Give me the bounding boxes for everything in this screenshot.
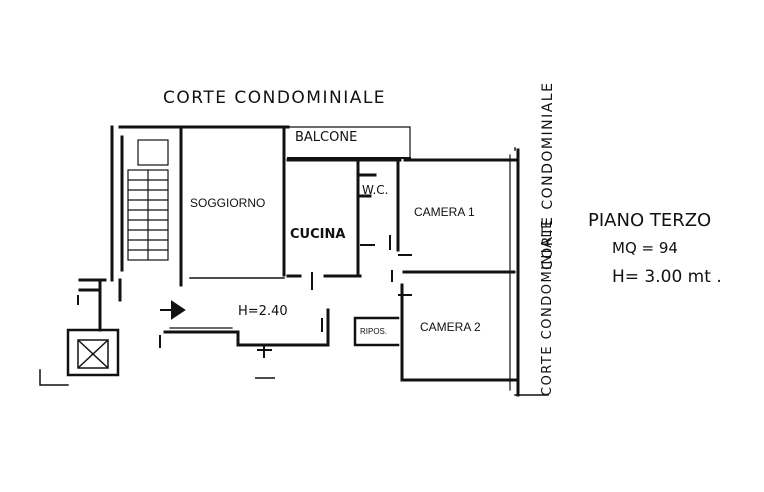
label-right-courtyard-b: CORTE CONDOMINIALE bbox=[540, 219, 555, 396]
staircase bbox=[127, 139, 169, 261]
info-height: H= 3.00 mt . bbox=[612, 267, 722, 287]
wall-storage bbox=[353, 316, 400, 347]
label-balcony: BALCONE bbox=[295, 130, 357, 145]
label-hall-height: H=2.40 bbox=[238, 304, 288, 319]
label-bedroom2: CAMERA 2 bbox=[420, 320, 481, 334]
wall-left-bottom bbox=[39, 369, 69, 386]
info-area: MQ = 94 bbox=[612, 239, 678, 257]
wall-hall-bottom bbox=[163, 308, 330, 347]
entrance-arrow-icon bbox=[160, 300, 186, 320]
label-right-courtyard-a: CORTE CONDOMINIALE bbox=[540, 82, 556, 270]
info-floor: PIANO TERZO bbox=[588, 210, 711, 231]
label-bedroom1: CAMERA 1 bbox=[414, 205, 475, 219]
label-top-courtyard: CORTE CONDOMINIALE bbox=[163, 88, 386, 108]
wall-lift bbox=[66, 328, 120, 377]
label-kitchen: CUCINA bbox=[290, 227, 345, 242]
label-storage: RIPOS. bbox=[360, 327, 387, 336]
label-living: SOGGIORNO bbox=[190, 196, 265, 210]
walls bbox=[39, 125, 549, 397]
lift-symbol bbox=[77, 339, 109, 369]
label-wc: W.C. bbox=[362, 183, 389, 197]
wall-entrance bbox=[78, 278, 122, 332]
wall-wc-box bbox=[356, 173, 377, 198]
door-marks bbox=[77, 235, 412, 379]
